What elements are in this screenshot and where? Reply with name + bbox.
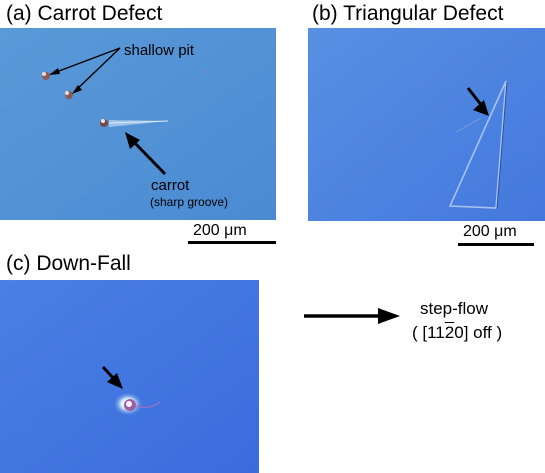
triangle-defect xyxy=(448,80,508,210)
direction-suffix: 0] off ) xyxy=(454,323,503,342)
panel-b-title: (b) Triangular Defect xyxy=(312,2,504,25)
panel-a-image xyxy=(0,28,276,220)
step-flow-arrow xyxy=(304,306,400,326)
carrot-label: carrot xyxy=(151,177,190,194)
step-flow-direction: ( [1120] off ) xyxy=(412,322,502,344)
panel-c-image xyxy=(0,280,259,473)
panel-b-image xyxy=(308,28,545,221)
direction-overline-digit: 2 xyxy=(444,323,455,342)
carrot-mark xyxy=(100,119,169,127)
scale-bar-b xyxy=(458,243,534,246)
direction-prefix: ( [11 xyxy=(412,323,445,342)
pit-mark xyxy=(65,91,73,99)
step-flow-label: step-flow xyxy=(420,299,489,318)
panel-c-title: (c) Down-Fall xyxy=(6,252,131,275)
scale-label-a: 200 μm xyxy=(193,222,247,239)
pit-mark xyxy=(42,72,50,80)
carrot-sub-label: (sharp groove) xyxy=(150,195,229,209)
downfall-mark xyxy=(113,392,161,416)
scale-label-b: 200 μm xyxy=(463,223,517,240)
panel-a-title: (a) Carrot Defect xyxy=(6,2,163,25)
shallow-pit-label: shallow pit xyxy=(124,42,195,59)
scale-bar-a xyxy=(188,241,276,244)
